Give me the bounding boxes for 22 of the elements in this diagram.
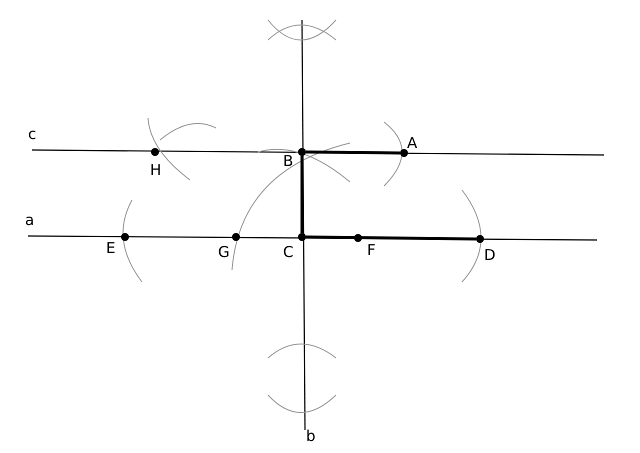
point [151, 148, 159, 156]
point [121, 233, 129, 241]
point-label: A [407, 135, 418, 151]
point [298, 148, 306, 156]
line-label: a [25, 212, 34, 228]
point-label: E [106, 240, 116, 256]
point-label: C [283, 244, 294, 260]
line-segment [300, 156, 304, 233]
point [232, 233, 240, 241]
point-label: G [218, 244, 230, 260]
point [476, 235, 484, 243]
line-segment [306, 236, 476, 240]
point [400, 149, 408, 157]
point [354, 234, 362, 242]
point-label: D [484, 247, 496, 263]
point-label: B [283, 153, 294, 169]
point-label: F [367, 242, 376, 258]
point [298, 233, 306, 241]
point-label: H [150, 162, 162, 178]
line-segment [306, 150, 400, 154]
line-label: b [306, 428, 316, 444]
line-label: c [28, 126, 36, 142]
